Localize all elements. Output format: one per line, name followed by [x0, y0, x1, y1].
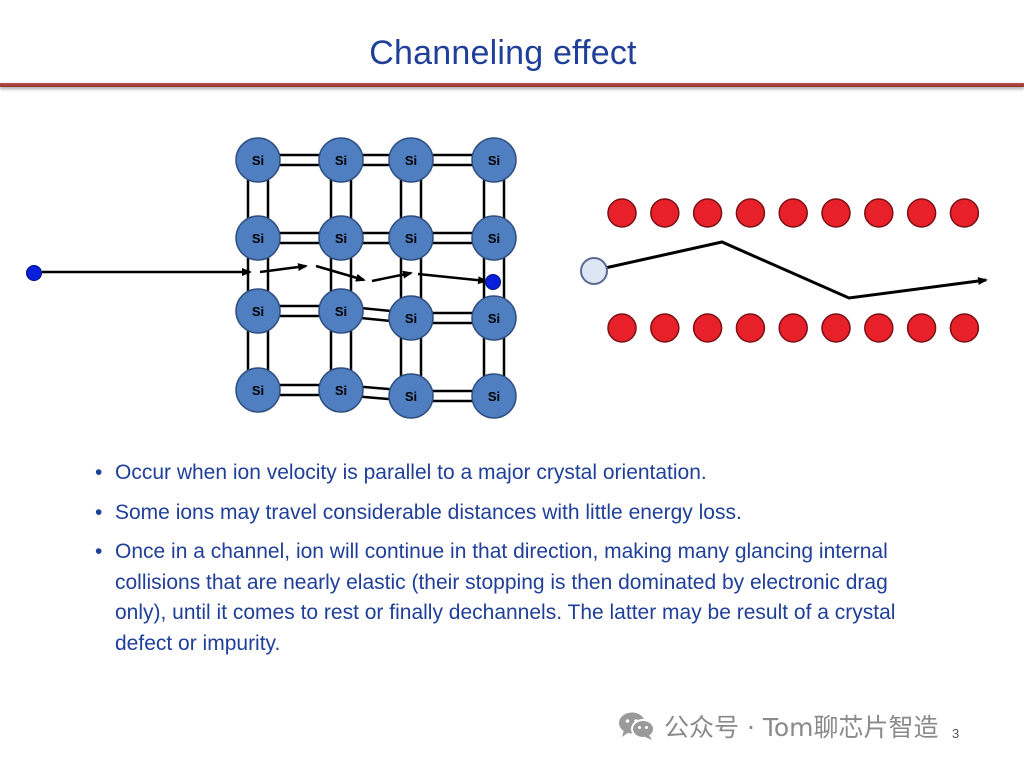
si-atom-label: Si	[335, 153, 347, 168]
si-atom	[235, 288, 281, 334]
si-atom	[235, 215, 281, 261]
si-atom-label: Si	[252, 153, 264, 168]
channel-atom-bottom	[949, 313, 980, 343]
trajectory-segment	[417, 272, 488, 285]
si-atom	[388, 373, 434, 419]
si-atom	[388, 295, 434, 341]
channel-ion	[580, 257, 608, 285]
si-atom	[471, 373, 517, 419]
si-atom-label: Si	[405, 311, 417, 326]
stopped-ion	[485, 274, 501, 290]
channel-atom-top	[650, 198, 680, 228]
si-atom-label: Si	[252, 383, 264, 398]
bullet-item: • Some ions may travel considerable dist…	[95, 498, 915, 529]
channel-atom-bottom	[778, 313, 808, 343]
channel-atom-top	[864, 198, 894, 228]
title-divider	[0, 83, 1024, 87]
si-atom	[318, 288, 364, 334]
si-atom	[471, 295, 517, 341]
si-atom	[388, 137, 434, 183]
channel-atom-bottom	[692, 313, 723, 343]
si-atom-label: Si	[335, 304, 347, 319]
channel-atom-bottom	[607, 313, 637, 343]
si-atom-label: Si	[488, 231, 500, 246]
si-atom-label: Si	[405, 153, 417, 168]
channel-atom-top	[735, 198, 766, 228]
si-atom-label: Si	[488, 389, 500, 404]
channel-atom-rows	[607, 198, 980, 343]
bullet-list: • Occur when ion velocity is parallel to…	[95, 458, 915, 668]
si-atom	[388, 215, 434, 261]
page-number: 3	[952, 726, 960, 741]
bullet-item: • Occur when ion velocity is parallel to…	[95, 458, 915, 489]
bullet-icon: •	[95, 540, 103, 563]
wechat-icon	[619, 712, 655, 740]
channel-atom-bottom	[821, 313, 851, 343]
channel-atom-bottom	[650, 313, 680, 343]
si-atom	[318, 137, 364, 183]
si-atom	[318, 367, 364, 413]
channel-atom-top	[607, 198, 637, 228]
channel-atom-top	[949, 198, 980, 228]
channel-atom-bottom	[906, 313, 937, 343]
si-atom-label: Si	[335, 231, 347, 246]
si-atom-label: Si	[405, 231, 417, 246]
bullet-item: • Once in a channel, ion will continue i…	[95, 537, 915, 659]
si-atom	[235, 137, 281, 183]
bullet-text: Once in a channel, ion will continue in …	[115, 540, 896, 655]
channel-atom-bottom	[735, 313, 766, 343]
channel-atom-top	[778, 198, 808, 228]
si-atom-label: Si	[488, 311, 500, 326]
bullet-text: Some ions may travel considerable distan…	[115, 500, 742, 524]
si-atom-label: Si	[405, 389, 417, 404]
si-atom	[471, 215, 517, 261]
si-atom	[318, 215, 364, 261]
channel-atom-top	[692, 198, 723, 228]
ion-path-line	[604, 240, 988, 300]
si-atom-label: Si	[252, 304, 264, 319]
bullet-icon: •	[95, 461, 103, 484]
trajectory-segment	[315, 264, 366, 282]
channel-atom-bottom	[864, 313, 894, 343]
slide-title: Channeling effect	[369, 34, 637, 72]
channeled-ion-path	[580, 240, 988, 300]
bullet-text: Occur when ion velocity is parallel to a…	[115, 461, 707, 484]
incoming-ion	[26, 265, 42, 281]
si-atom-label: Si	[488, 153, 500, 168]
bullet-icon: •	[95, 500, 103, 524]
trajectory-segment	[259, 263, 308, 274]
channel-atom-top	[906, 198, 937, 228]
si-atom	[471, 137, 517, 183]
si-atom	[235, 367, 281, 413]
trajectory-segment	[371, 270, 413, 283]
watermark-text: 公众号 · Tom聊芯片智造	[664, 713, 939, 742]
si-atom-label: Si	[335, 383, 347, 398]
ion-trajectory	[26, 263, 501, 290]
si-atom-label: Si	[252, 231, 264, 246]
channel-atom-top	[821, 198, 851, 228]
watermark: 公众号 · Tom聊芯片智造	[618, 708, 939, 744]
